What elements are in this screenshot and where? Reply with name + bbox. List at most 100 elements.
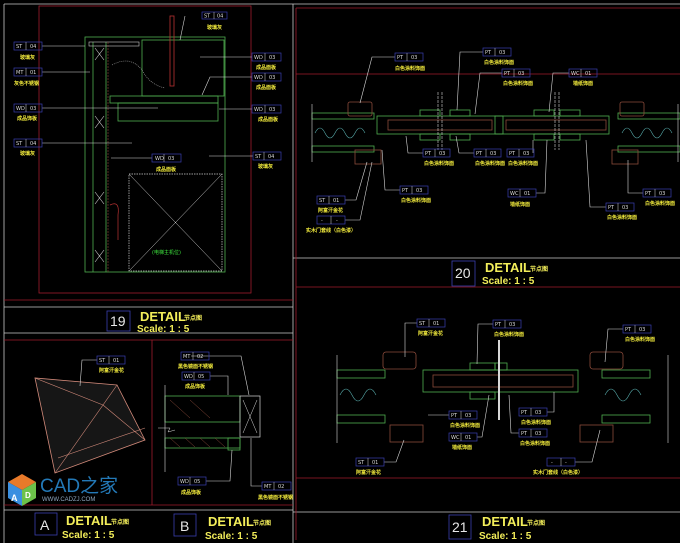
tag-code: PT: [397, 55, 404, 61]
tag-caption: 白色涂料饰面: [520, 440, 550, 447]
detail-scale: Scale: 1 : 5: [137, 324, 190, 335]
tag-caption: 成品面板: [258, 116, 279, 123]
detail-scale: Scale: 1 : 5: [205, 531, 258, 542]
detail-number: A: [40, 517, 50, 533]
tag-code: PT: [485, 50, 492, 56]
tag-number: 03: [622, 205, 628, 211]
tag-code: PT: [402, 188, 409, 194]
detail-scale: Scale: 1 : 5: [479, 531, 532, 542]
cad-logo-icon: A D: [8, 474, 36, 506]
tag-number: 01: [113, 358, 119, 364]
sheet-borders-red: [4, 5, 680, 540]
svg-text:D: D: [25, 491, 31, 500]
tag-code: WC: [571, 71, 580, 77]
tag-caption: 成品饰板: [185, 383, 206, 390]
material-tag: MT 01 灰色不锈钢: [13, 67, 90, 87]
tag-code: WD: [184, 374, 193, 380]
tag-code: ST: [255, 154, 262, 160]
tag-caption: 墙纸饰面: [510, 201, 530, 208]
material-tag: ST 01 阿富汗金花: [316, 161, 368, 214]
tag-code: WD: [180, 479, 189, 485]
tag-caption: 白色涂料饰面: [401, 197, 431, 204]
material-tag: WD 03 成品面板: [219, 104, 282, 123]
detail-subtitle: 节点图: [527, 519, 545, 527]
material-tag: WD 03 成品面板: [201, 72, 282, 96]
tag-caption: 成品面板: [156, 166, 177, 173]
tag-code: PT: [625, 327, 632, 333]
tag-caption: 成品面板: [256, 64, 277, 71]
detail-number-box: [448, 514, 472, 540]
tag-number: 03: [416, 188, 422, 194]
tag-code: PT: [509, 151, 516, 157]
detail-19-drawing: (电梯主机位): [84, 15, 226, 273]
tag-number: 03: [523, 151, 529, 157]
detail-scale: Scale: 1 : 5: [482, 276, 535, 287]
tag-caption: 成品饰板: [181, 489, 202, 496]
tag-code: ST: [204, 14, 211, 20]
tag-caption: 白色涂料饰面: [450, 422, 480, 429]
material-tag: - - 实木门套线（白色漆）: [533, 429, 601, 476]
material-tag: PT 03 白色涂料饰面: [518, 392, 555, 426]
tag-caption: 实木门套线（白色漆）: [306, 227, 356, 234]
tag-number: 03: [168, 156, 174, 162]
tag-caption: 白色涂料饰面: [521, 419, 551, 426]
tag-number: 03: [269, 107, 275, 113]
tag-caption: 墙纸饰面: [573, 80, 593, 87]
tag-number: 03: [535, 431, 541, 437]
tag-number: -: [565, 460, 567, 466]
tag-caption: 玻璃灰: [207, 24, 222, 31]
tag-number: 03: [411, 55, 417, 61]
tag-code: ST: [99, 358, 106, 364]
elevator-machine-note: (电梯主机位): [152, 249, 181, 256]
material-tag: MT 02 黑色镜面不锈钢: [178, 351, 213, 370]
tag-code: WC: [451, 435, 460, 441]
tag-number: 01: [585, 71, 591, 77]
material-tag: PT 03 白色涂料饰面: [359, 52, 425, 104]
tag-code: PT: [645, 191, 652, 197]
tag-code: WD: [16, 106, 25, 112]
material-tag: ST 04 玻璃灰: [209, 151, 282, 170]
tag-number: 04: [217, 14, 223, 20]
material-tag: WD 03 成品饰板: [13, 103, 158, 122]
detail-title: DETAIL: [66, 513, 112, 528]
tag-number: 04: [30, 44, 36, 50]
material-tag: ST 04 玻璃灰: [13, 41, 85, 61]
detail-number: 19: [110, 313, 126, 329]
tag-code: PT: [521, 431, 528, 437]
material-tag: WD 03 成品面板: [111, 153, 182, 173]
material-tag: ST 01 阿富汗金花: [404, 318, 446, 357]
detail-20-title-block: 20 DETAIL 节点图 Scale: 1 : 5: [451, 260, 548, 287]
tag-caption: 成品面板: [256, 84, 277, 91]
tag-caption: 阿富汗金花: [418, 330, 443, 337]
tag-caption: 阿富汗金花: [99, 367, 124, 374]
tag-code: ST: [419, 321, 426, 327]
tag-code: MT: [264, 484, 272, 490]
tag-number: 03: [269, 55, 275, 61]
material-tag: WD 05 成品饰板: [181, 371, 211, 390]
tag-caption: 玻璃灰: [20, 54, 35, 61]
tag-caption: 黑色镜面不锈钢: [258, 494, 293, 501]
detail-subtitle: 节点图: [184, 314, 202, 322]
tag-caption: 墙纸饰面: [452, 444, 472, 451]
detail-19-tags: ST 04 玻璃灰 ST 04 玻璃灰 MT 01 灰色不锈钢 WD 03 成品…: [13, 11, 282, 173]
svg-text:A: A: [11, 493, 18, 503]
tag-number: 05: [194, 479, 200, 485]
tag-code: -: [551, 460, 553, 466]
tag-caption: 白色涂料饰面: [395, 65, 425, 72]
tag-code: WC: [510, 191, 519, 197]
detail-21-drawing: [336, 340, 669, 443]
tag-caption: 白色涂料饰面: [503, 80, 533, 87]
tag-code: -: [321, 218, 323, 224]
detail-number-box: [34, 512, 58, 536]
material-tag: PT 03 白色涂料饰面: [585, 139, 637, 221]
tag-code: MT: [183, 354, 191, 360]
material-tag: PT 03 白色涂料饰面: [405, 135, 454, 167]
tag-number: 03: [518, 71, 524, 77]
tag-number: 01: [372, 460, 378, 466]
watermark-brand: CAD之家: [40, 475, 118, 497]
detail-21-tags: ST 01 阿富汗金花 PT 03 白色涂料饰面 PT 03 白色涂料饰面 PT…: [355, 318, 655, 476]
tag-number: 01: [524, 191, 530, 197]
detail-21-title-block: 21 DETAIL 节点图 Scale: 1 : 5: [448, 514, 545, 542]
detail-subtitle: 节点图: [530, 265, 548, 273]
